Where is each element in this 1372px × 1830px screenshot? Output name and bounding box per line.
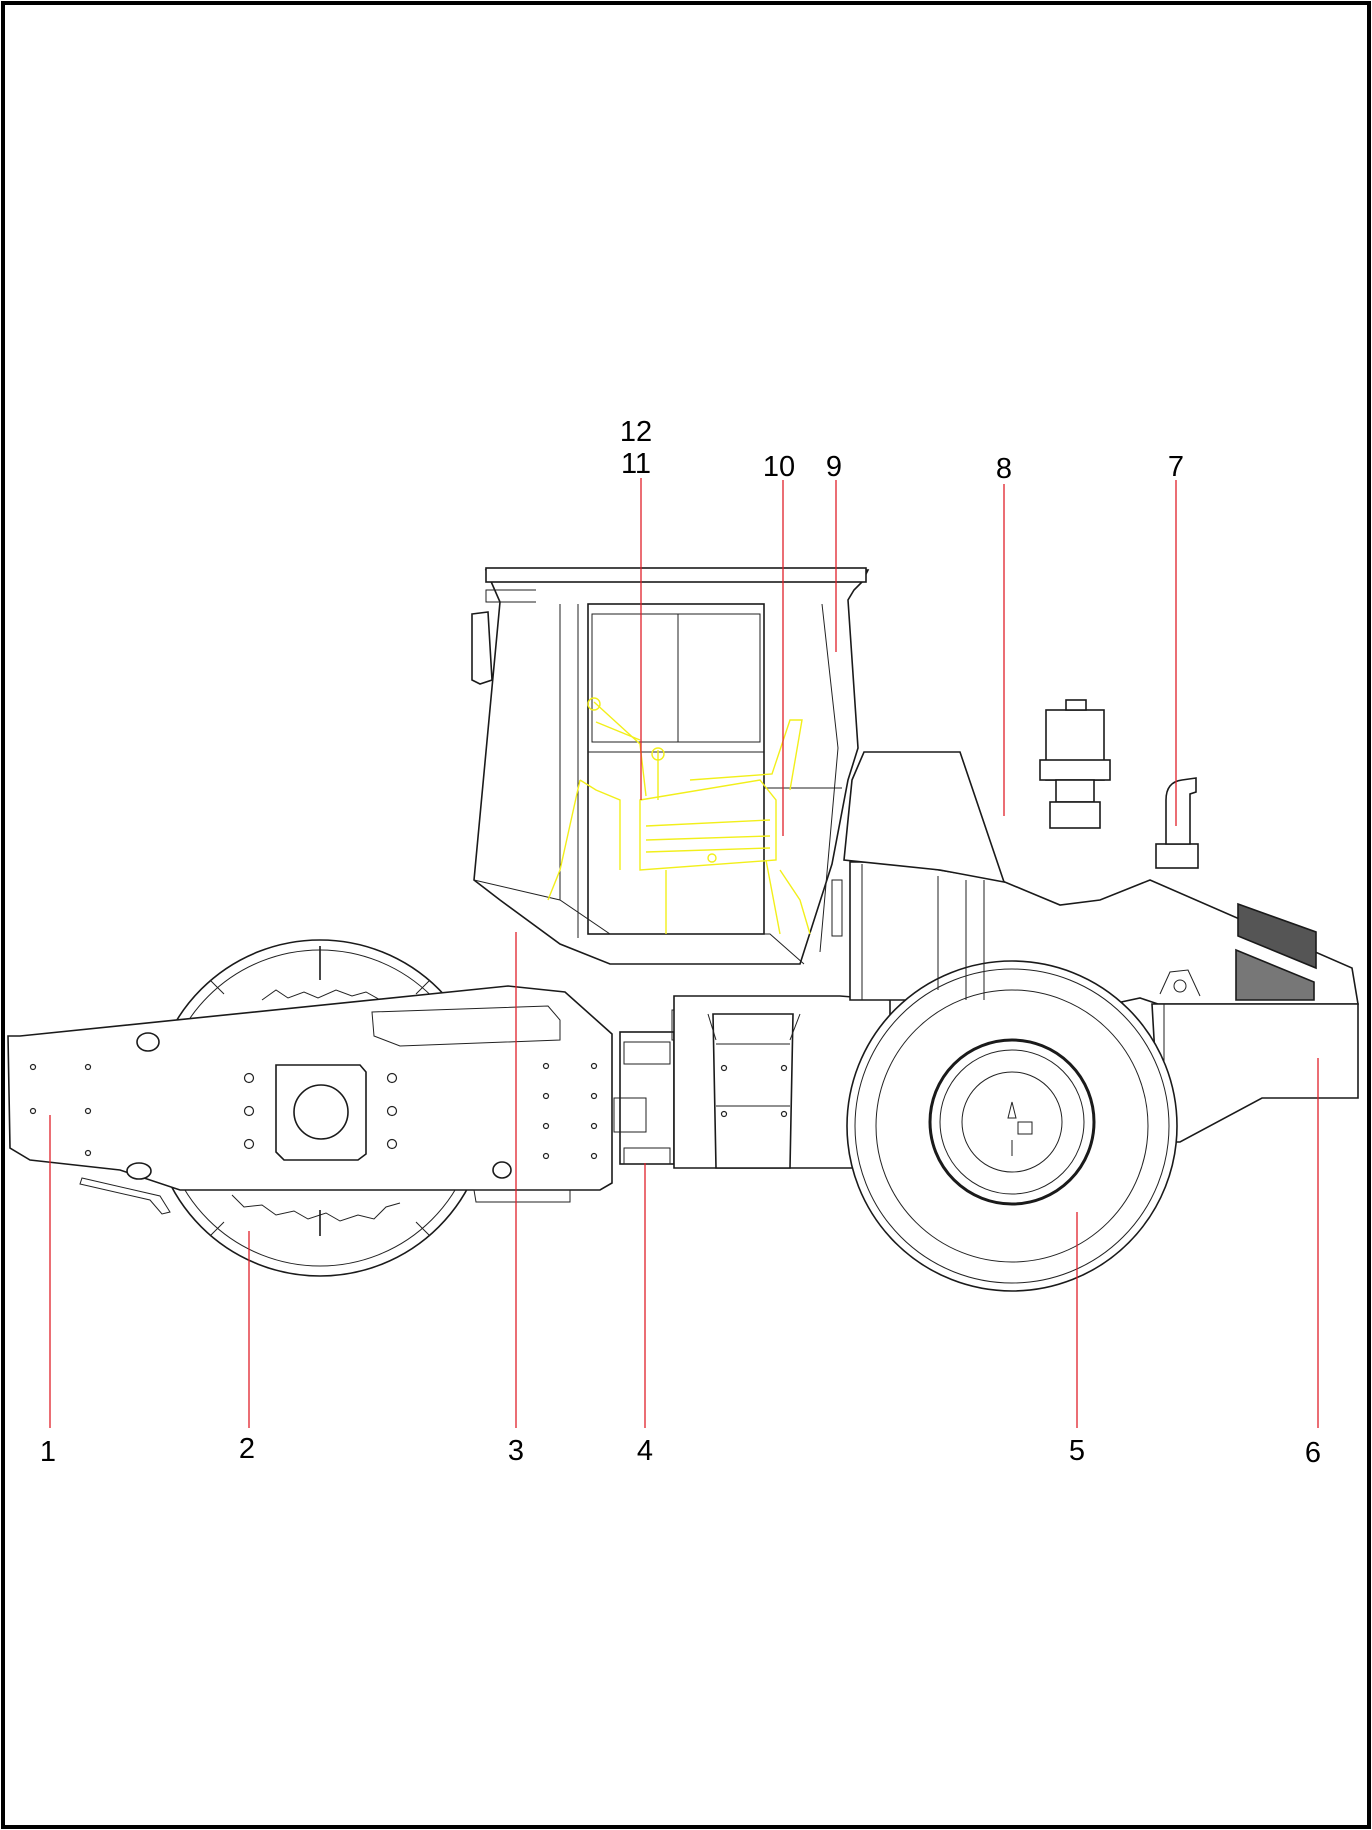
callout-label-1: 1 bbox=[40, 1436, 56, 1468]
callout-9[interactable]: 9 bbox=[826, 451, 842, 652]
callout-label-10: 10 bbox=[763, 451, 795, 483]
rear-wheel bbox=[846, 960, 1178, 1292]
rear-chassis bbox=[673, 995, 891, 1169]
callout-10[interactable]: 10 bbox=[763, 451, 795, 836]
callout-label-7: 7 bbox=[1168, 451, 1184, 483]
callout-8[interactable]: 8 bbox=[996, 453, 1012, 816]
exhaust-stack bbox=[1155, 777, 1199, 869]
platform-step bbox=[843, 751, 1006, 1000]
callout-4[interactable]: 4 bbox=[637, 1163, 653, 1467]
callout-label-11: 11 bbox=[621, 448, 651, 480]
callouts: 1 2 3 4 5 6 7 8 bbox=[40, 416, 1321, 1469]
operator-station-overlay bbox=[547, 697, 811, 935]
machine-drawing bbox=[7, 567, 1359, 1292]
callout-label-9: 9 bbox=[826, 451, 842, 483]
callout-7[interactable]: 7 bbox=[1168, 451, 1184, 826]
callout-6[interactable]: 6 bbox=[1305, 1058, 1321, 1469]
callout-1[interactable]: 1 bbox=[40, 1115, 56, 1468]
operator-cab bbox=[471, 567, 870, 965]
callout-label-2: 2 bbox=[239, 1433, 255, 1465]
callout-label-8: 8 bbox=[996, 453, 1012, 485]
callout-3[interactable]: 3 bbox=[508, 932, 524, 1467]
front-frame bbox=[7, 985, 613, 1215]
callout-11[interactable]: 11 bbox=[621, 448, 651, 800]
air-cleaner bbox=[1039, 699, 1111, 829]
callout-5[interactable]: 5 bbox=[1069, 1212, 1085, 1467]
callout-label-3: 3 bbox=[508, 1435, 524, 1467]
callout-label-5: 5 bbox=[1069, 1435, 1085, 1467]
callout-12: 12 bbox=[620, 416, 652, 448]
callout-2[interactable]: 2 bbox=[239, 1231, 255, 1465]
callout-label-12: 12 bbox=[620, 416, 652, 448]
callout-label-4: 4 bbox=[637, 1435, 653, 1467]
articulation-joint bbox=[613, 1009, 681, 1165]
callout-label-6: 6 bbox=[1305, 1437, 1321, 1469]
